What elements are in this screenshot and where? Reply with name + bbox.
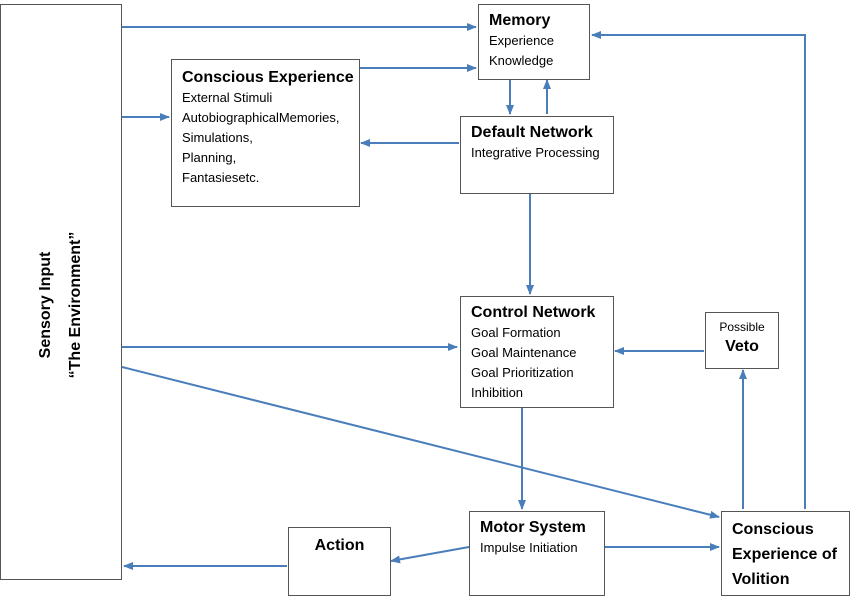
memory-line: Experience — [489, 33, 555, 48]
volition-box: Conscious Experience of Volition — [721, 511, 850, 596]
control-network-line: Goal Prioritization — [471, 365, 574, 380]
conscious-experience-title: Conscious Experience — [182, 69, 354, 86]
motor-system-title: Motor System — [480, 519, 586, 536]
sensory-input-label: Sensory Input “The Environment” — [31, 105, 91, 505]
memory-box: Memory Experience Knowledge — [478, 4, 590, 80]
conscious-experience-line: Fantasiesetc. — [182, 170, 260, 185]
conscious-experience-line: Simulations, — [182, 130, 253, 145]
conscious-experience-box: Conscious Experience External Stimuli Au… — [171, 59, 360, 207]
action-box: Action — [288, 527, 391, 596]
motor-system-line: Impulse Initiation — [480, 540, 578, 555]
sensory-input-subtitle: “The Environment” — [67, 231, 84, 379]
control-network-line: Inhibition — [471, 385, 524, 400]
control-network-title: Control Network — [471, 304, 596, 321]
conscious-experience-line: External Stimuli — [182, 90, 273, 105]
arrow-volition-to-memory — [591, 31, 806, 509]
veto-title: Veto — [725, 338, 759, 355]
memory-title: Memory — [489, 12, 551, 29]
veto-box: Possible Veto — [705, 312, 779, 369]
default-network-line: Integrative Processing — [471, 145, 600, 160]
arrow-sensory-to-volition — [121, 366, 720, 519]
sensory-input-box: Sensory Input “The Environment” — [0, 4, 122, 580]
motor-system-box: Motor System Impulse Initiation — [469, 511, 605, 596]
default-network-box: Default Network Integrative Processing — [460, 116, 614, 194]
veto-small-label: Possible — [719, 320, 765, 334]
control-network-line: Goal Formation — [471, 325, 561, 340]
control-network-box: Control Network Goal Formation Goal Main… — [460, 296, 614, 408]
conscious-experience-line: AutobiographicalMemories, — [182, 110, 340, 125]
arrow-motor-system-to-action — [390, 546, 470, 564]
action-title: Action — [314, 537, 365, 554]
default-network-title: Default Network — [471, 124, 593, 141]
volition-line: Experience of — [732, 546, 837, 563]
volition-line: Volition — [732, 571, 790, 588]
volition-line: Conscious — [732, 521, 814, 538]
memory-line: Knowledge — [489, 53, 554, 68]
sensory-input-title: Sensory Input — [37, 251, 54, 359]
control-network-line: Goal Maintenance — [471, 345, 577, 360]
conscious-experience-line: Planning, — [182, 150, 237, 165]
